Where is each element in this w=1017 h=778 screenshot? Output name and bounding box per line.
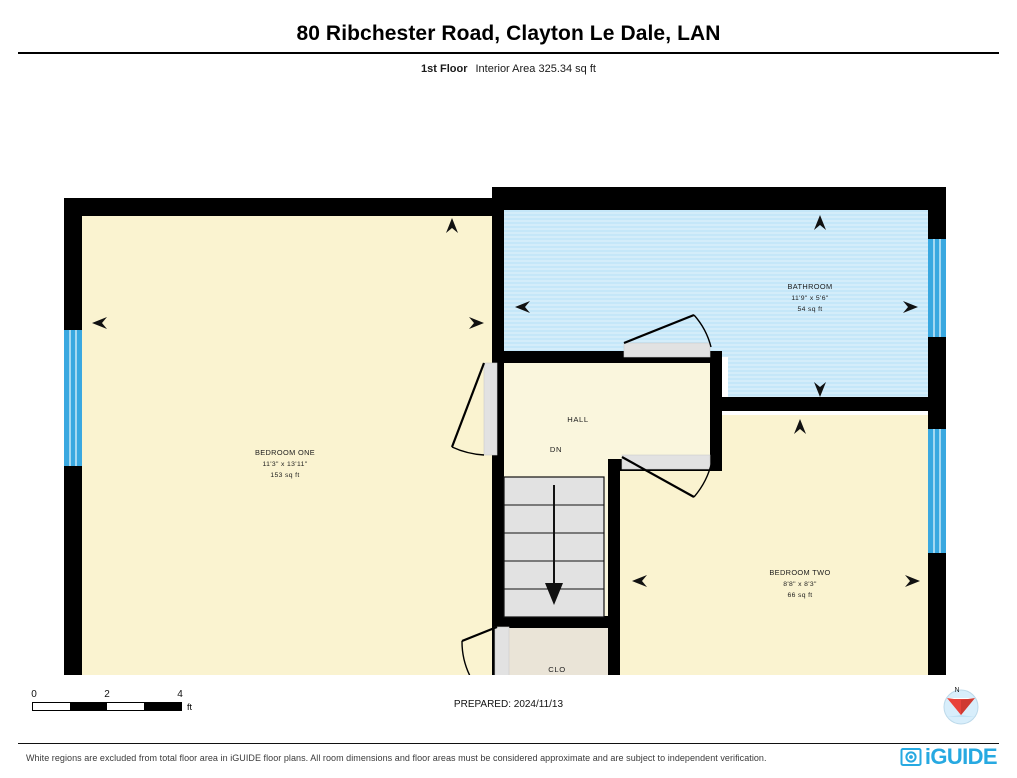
plan-footer: 0 2 4 ft PREPARED: 2024/11/13 N [0,681,1017,743]
floor-plan-drawing: BEDROOM ONE 11'3" x 13'11" 153 sq ft BAT… [64,187,946,676]
prepared-date: PREPARED: 2024/11/13 [453,699,564,710]
compass-north-label: N [954,687,959,694]
room-fill-closet [508,626,608,676]
scale-tick-1: 2 [104,689,110,700]
door-bedroom-two [621,454,713,499]
scale-bar: 0 2 4 ft [31,689,197,712]
staircase [503,476,605,618]
floor-label: 1st Floor [421,63,468,76]
scale-tick-2: 4 [177,689,183,700]
scale-segment [107,703,144,710]
iguide-wordmark: iGUIDE [924,744,998,769]
view-marker [469,317,484,330]
scale-bar-graphic [32,702,182,711]
scale-segment [70,703,107,710]
label-bedroom-two-area: 66 sq ft [787,592,812,599]
title-divider [18,52,999,55]
scale-tick-labels: 0 2 4 [31,689,197,702]
label-bathroom-name: BATHROOM [788,282,833,291]
view-marker [446,218,458,234]
windows [64,239,946,554]
scale-segment [144,703,181,710]
window-right-bedroom-two [928,429,946,554]
scale-tick-0: 0 [31,689,37,700]
label-stairs-direction: DN [550,445,562,454]
view-markers [92,215,920,588]
doors [450,314,713,676]
view-marker [814,382,826,398]
door-closet [461,626,510,676]
footer-bar: White regions are excluded from total fl… [0,744,1017,778]
view-marker [632,575,647,588]
view-marker [903,301,918,314]
label-closet: CLO [548,665,565,674]
room-fill-bedroom-one [80,215,492,676]
page-title: 80 Ribchester Road, Clayton Le Dale, LAN [296,22,721,45]
disclaimer-text: White regions are excluded from total fl… [26,753,767,763]
label-bedroom-two-dims: 8'8" x 8'3" [783,581,817,588]
view-marker [905,575,920,588]
view-marker [92,317,107,330]
view-marker [814,215,826,231]
iguide-camera-icon [900,748,922,766]
window-left-bedroom-one [64,330,82,467]
floor-subtitle: 1st Floor Interior Area 325.34 sq ft [0,63,1017,75]
view-marker [794,419,806,435]
window-right-bathroom [928,239,946,338]
door-bedroom-one [450,362,498,456]
scale-unit-label: ft [187,702,193,712]
label-bedroom-one-name: BEDROOM ONE [255,448,315,457]
room-labels: BEDROOM ONE 11'3" x 13'11" 153 sq ft BAT… [255,282,833,674]
compass-rose: N [943,687,979,725]
label-bedroom-one-area: 153 sq ft [270,472,299,479]
walls [64,187,946,676]
label-bathroom-dims: 11'9" x 5'6" [791,295,828,302]
footer-divider [18,743,999,744]
door-bathroom [623,314,712,358]
interior-area-text: Interior Area 325.34 sq ft [475,63,596,76]
label-bedroom-one-dims: 11'3" x 13'11" [263,461,308,468]
scale-segment [33,703,70,710]
floor-plan-canvas: BEDROOM ONE 11'3" x 13'11" 153 sq ft BAT… [0,75,1017,681]
label-bedroom-two-name: BEDROOM TWO [769,568,830,577]
page-header: 80 Ribchester Road, Clayton Le Dale, LAN… [0,0,1017,75]
label-bathroom-area: 54 sq ft [797,306,822,313]
iguide-logo: iGUIDE [900,744,998,769]
label-hall: HALL [567,415,588,424]
view-marker [515,301,530,314]
